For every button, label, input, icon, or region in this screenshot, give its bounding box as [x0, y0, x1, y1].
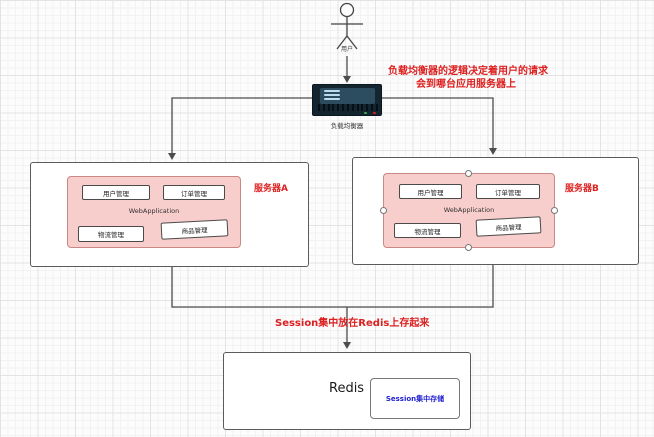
arrow-lb-to-server-a[interactable] — [168, 97, 312, 160]
selection-handle-top[interactable] — [465, 170, 472, 177]
arrow-servers-to-redis[interactable] — [171, 263, 494, 349]
module-label: 用户管理 — [103, 189, 129, 198]
server-b-webapp-box[interactable]: 用户管理 订单管理 WebApplication 物流管理 商品管理 — [380, 170, 558, 251]
note-session[interactable]: Session集中放在Redis上存起来 — [275, 318, 430, 329]
load-balancer-label: 负载均衡器 — [330, 122, 364, 130]
webapp-label: WebApplication — [443, 206, 495, 214]
module-box-product-mgmt[interactable]: 商品管理 — [475, 216, 542, 237]
module-box-logistics-mgmt[interactable]: 物流管理 — [78, 226, 144, 242]
lb-ports — [318, 104, 378, 111]
module-box-user-mgmt[interactable]: 用户管理 — [399, 184, 462, 199]
lb-screen — [320, 88, 375, 104]
lb-led-red — [373, 112, 376, 114]
server-b-label: 服务器B — [565, 184, 599, 194]
arrow-user-to-lb[interactable] — [343, 56, 351, 83]
module-label: 订单管理 — [181, 189, 207, 198]
module-box-product-mgmt[interactable]: 商品管理 — [160, 219, 229, 240]
server-a-box[interactable]: 服务器A 用户管理 订单管理 WebApplication 物流管理 商品管理 — [30, 162, 309, 267]
actor-icon[interactable] — [331, 2, 363, 50]
module-box-user-mgmt[interactable]: 用户管理 — [82, 185, 150, 200]
module-box-logistics-mgmt[interactable]: 物流管理 — [394, 223, 461, 238]
module-label: 商品管理 — [495, 222, 522, 233]
module-box-order-mgmt[interactable]: 订单管理 — [476, 184, 540, 199]
actor-label: 用户 — [340, 46, 353, 53]
note-load-balancer[interactable]: 负载均衡器的逻辑决定着用户的请求 会到哪台应用服务器上 — [388, 65, 548, 91]
module-label: 物流管理 — [414, 227, 441, 236]
selection-handle-right[interactable] — [551, 207, 558, 214]
selection-handle-bottom[interactable] — [465, 244, 472, 251]
module-label: 用户管理 — [417, 188, 444, 197]
server-a-label: 服务器A — [254, 184, 288, 194]
arrow-lb-to-server-b[interactable] — [382, 97, 497, 155]
session-store-label: Session集中存储 — [385, 394, 445, 403]
module-box-order-mgmt[interactable]: 订单管理 — [163, 185, 225, 200]
webapp-label: WebApplication — [128, 207, 180, 215]
module-label: 物流管理 — [98, 231, 124, 239]
note-load-balancer-line2: 会到哪台应用服务器上 — [416, 79, 516, 90]
server-a-webapp-box[interactable]: 用户管理 订单管理 WebApplication 物流管理 商品管理 — [67, 176, 241, 248]
server-b-box[interactable]: 服务器B 用户管理 订单管理 WebApplication 物流管理 商品管理 — [352, 157, 639, 265]
note-load-balancer-line1: 负载均衡器的逻辑决定着用户的请求 — [388, 66, 548, 77]
module-label: 商品管理 — [181, 225, 208, 236]
redis-title: Redis — [329, 381, 365, 396]
redis-box[interactable]: Redis Session集中存储 — [223, 352, 471, 430]
session-store-box[interactable]: Session集中存储 — [370, 378, 460, 419]
module-label: 订单管理 — [495, 188, 521, 197]
selection-handle-left[interactable] — [380, 207, 387, 214]
lb-led-green — [364, 112, 367, 114]
load-balancer-icon[interactable] — [312, 84, 382, 116]
